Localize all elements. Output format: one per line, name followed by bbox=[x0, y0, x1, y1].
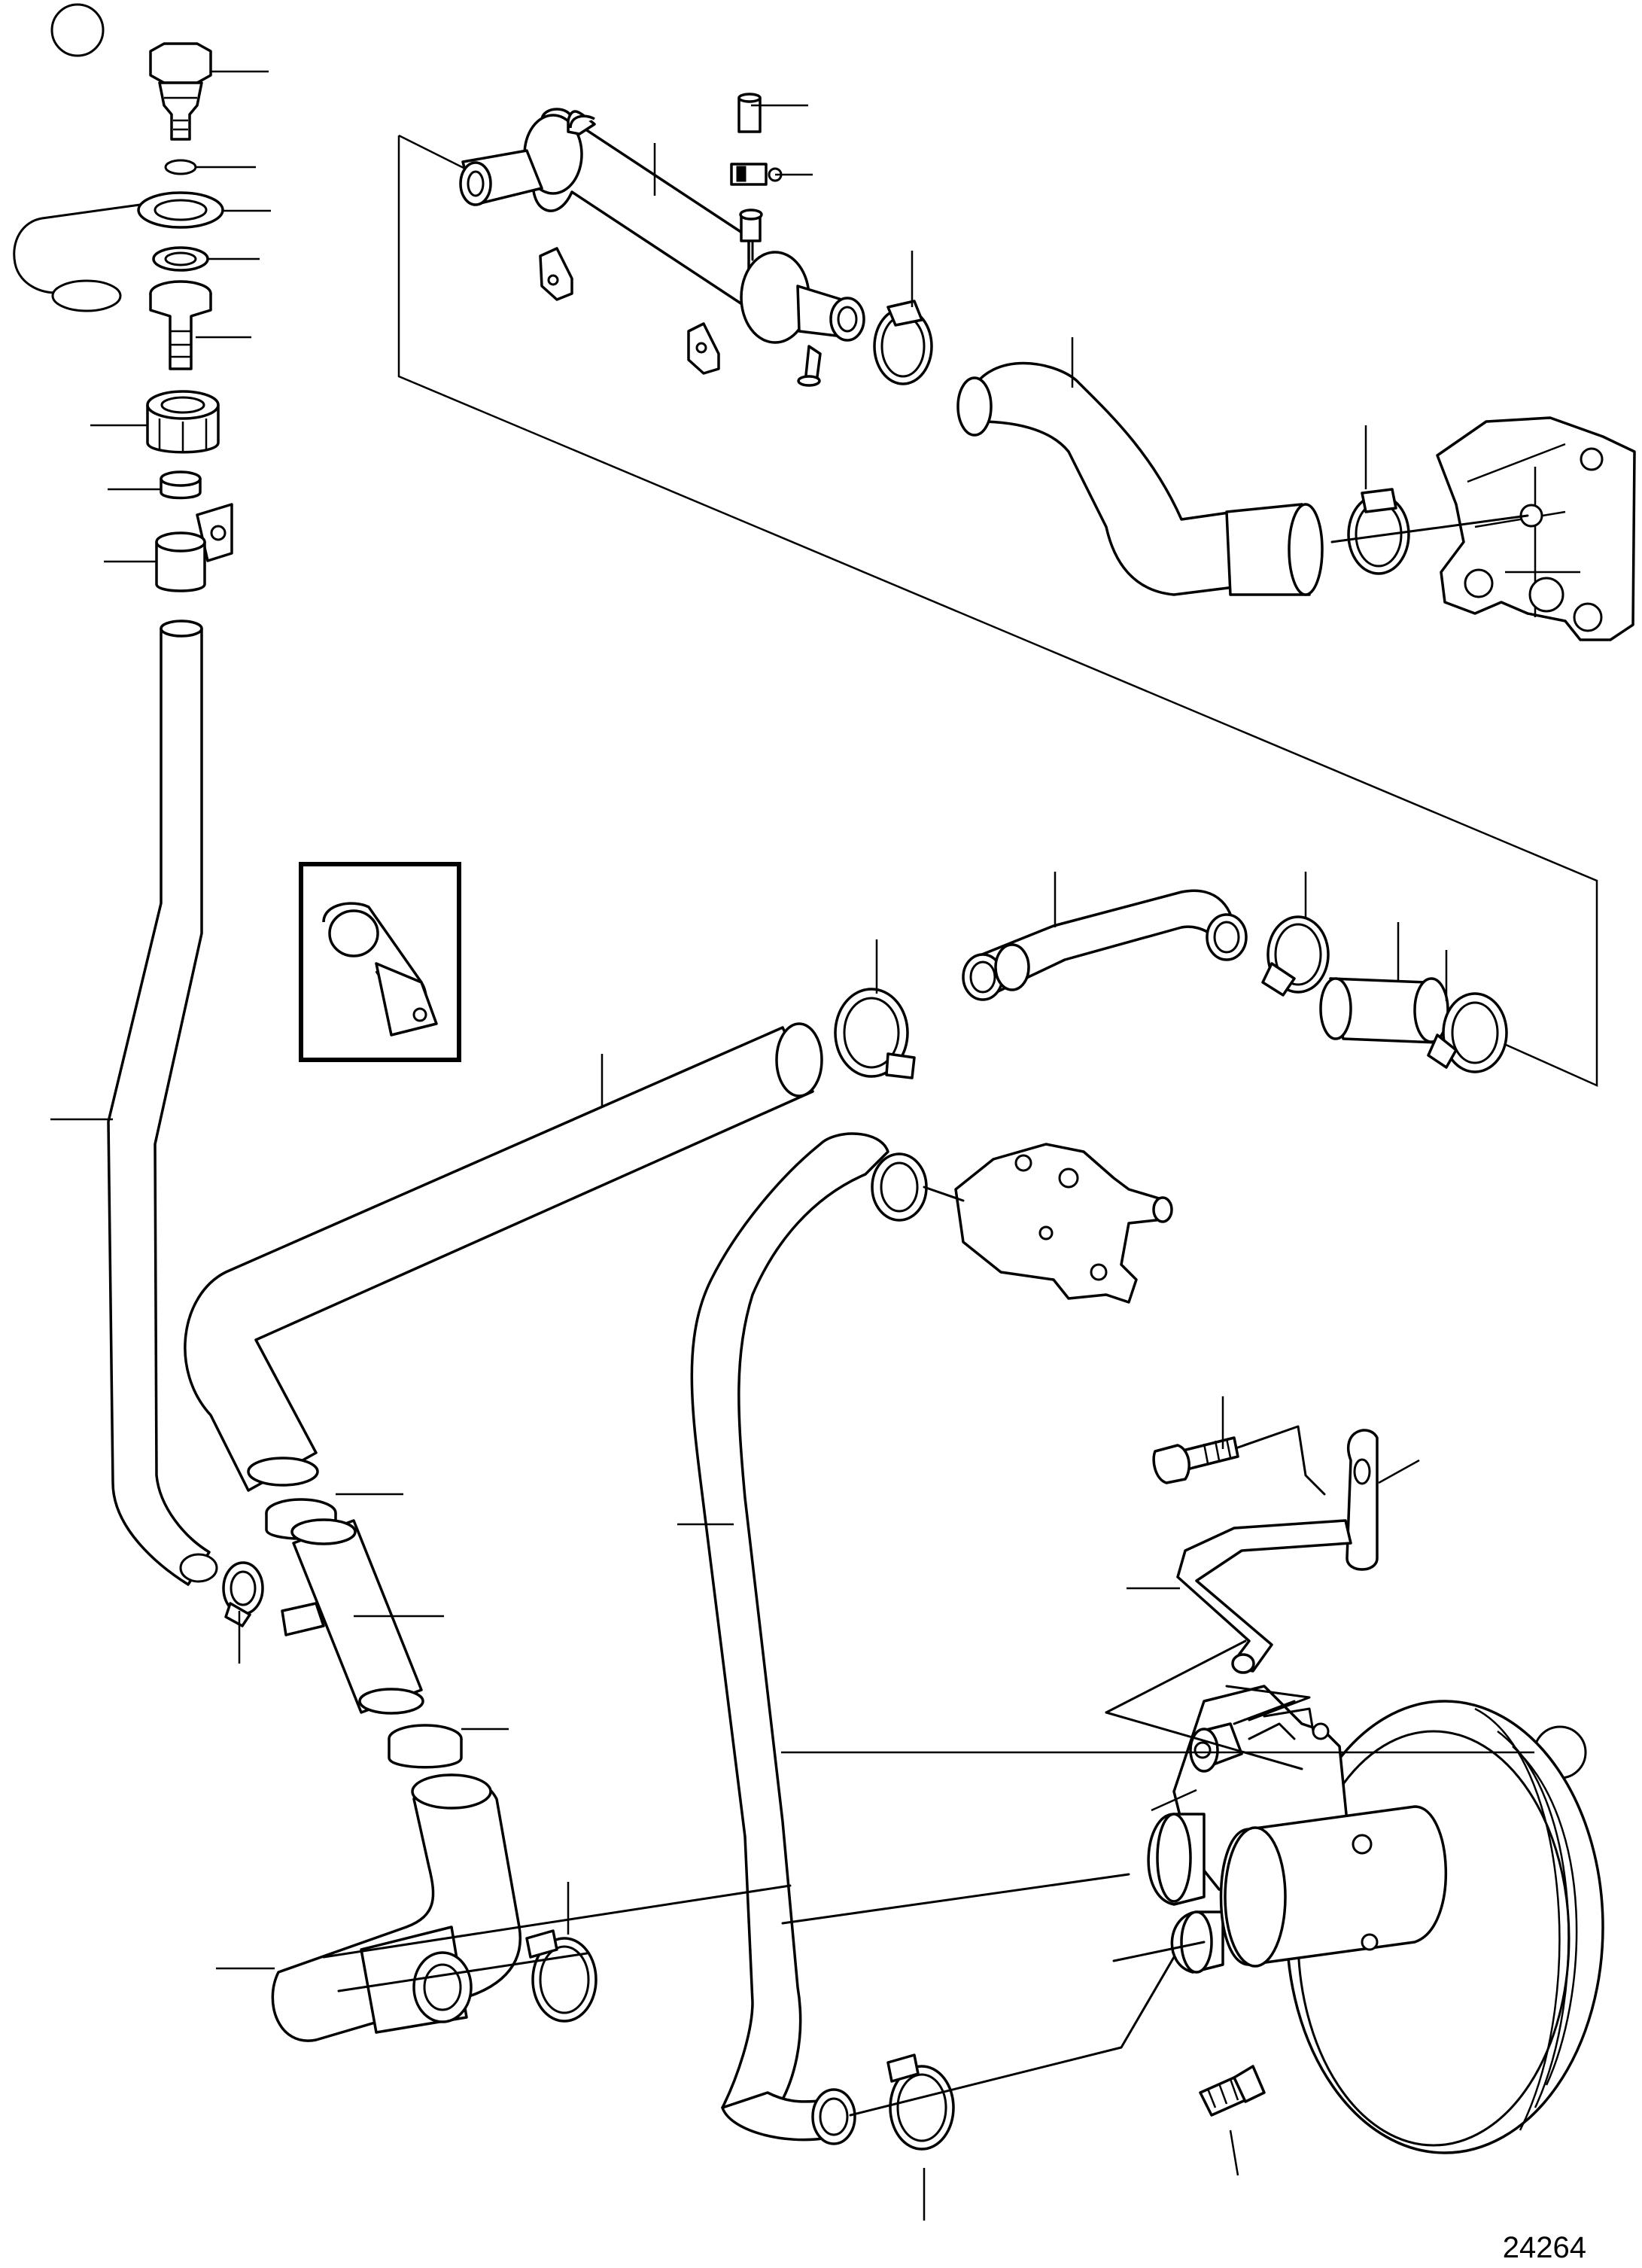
hose-clamp-cooler-outlet bbox=[873, 300, 933, 385]
filler-cap bbox=[149, 42, 212, 141]
hose-clamp-middle-left bbox=[834, 988, 916, 1079]
hose-clamp-lower-5 bbox=[886, 2053, 955, 2151]
hose-clamp-lower-3 bbox=[388, 1724, 463, 1769]
hose-clip-small bbox=[160, 470, 202, 500]
figure-number: 24264 bbox=[1502, 2231, 1586, 2264]
callout-circle-top-left bbox=[50, 3, 105, 57]
bolt-upper bbox=[1152, 1436, 1239, 1484]
hose-clamp-lower-4 bbox=[525, 1929, 598, 2023]
coolant-pump-assembly bbox=[1147, 1685, 1604, 2154]
bleed-valve-stack bbox=[730, 93, 783, 242]
filler-neck-nipple bbox=[149, 280, 212, 370]
leader-lines bbox=[50, 70, 1534, 2221]
thermostat-housing bbox=[923, 1143, 1173, 1304]
heat-exchanger-cooler bbox=[459, 108, 865, 387]
hose-large-diagonal bbox=[184, 1022, 823, 1492]
hose-clamp-bracket-side bbox=[1347, 488, 1410, 575]
hose-upper-bend bbox=[956, 361, 1324, 596]
hose-lower-elbow bbox=[271, 1773, 521, 2042]
hose-clamp-middle-right bbox=[1261, 915, 1330, 997]
assembly-bracket-frame bbox=[397, 134, 1598, 1087]
p-clamp-bracket bbox=[155, 503, 233, 592]
bolt-lower bbox=[1199, 2065, 1266, 2117]
nut bbox=[146, 390, 220, 454]
hose-clamp-middle-end bbox=[1427, 992, 1508, 1073]
hose-clamp-lower-2 bbox=[222, 1561, 264, 1627]
metal-pipe-middle bbox=[962, 889, 1248, 1001]
hose-left-long bbox=[107, 620, 218, 1586]
washer bbox=[152, 246, 209, 272]
detail-inset-clamp bbox=[299, 862, 461, 1062]
small-o-ring bbox=[164, 159, 197, 175]
pipe-bracket-clip bbox=[1346, 1429, 1379, 1571]
short-hose-sleeve bbox=[1319, 977, 1449, 1044]
engine-bracket-housing bbox=[1330, 416, 1636, 641]
connector-lines bbox=[322, 239, 1326, 2117]
metal-tube-bent bbox=[1176, 1519, 1352, 1674]
hose-long-s-middle bbox=[690, 1132, 928, 2145]
